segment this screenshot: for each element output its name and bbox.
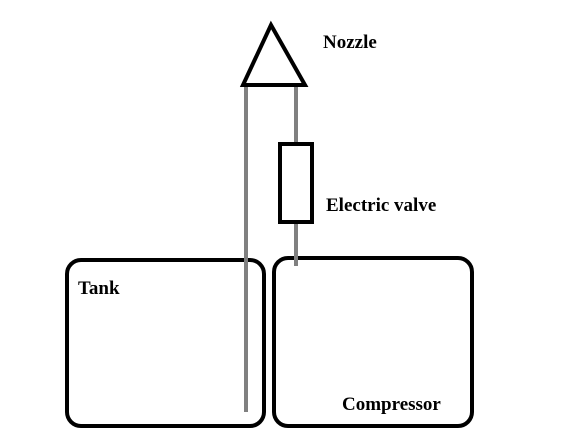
nozzle-triangle — [239, 20, 309, 87]
electric-valve-label: Electric valve — [326, 195, 436, 216]
compressor-box — [272, 256, 474, 428]
nozzle-label: Nozzle — [323, 32, 377, 53]
compressor-label: Compressor — [342, 394, 441, 415]
tank-label: Tank — [78, 278, 120, 299]
tank-box — [65, 258, 266, 428]
electric-valve-box — [278, 142, 314, 224]
